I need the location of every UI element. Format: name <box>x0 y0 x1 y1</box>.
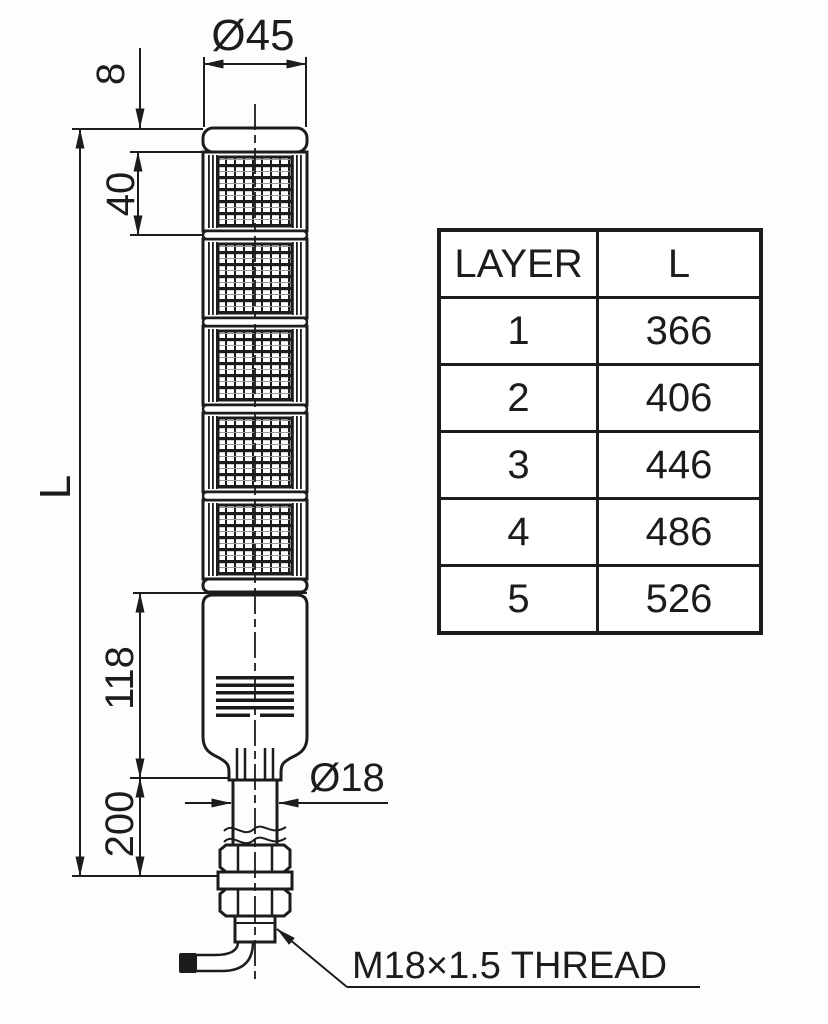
tower-body <box>179 126 309 973</box>
table-header-layer: LAYER <box>437 228 599 299</box>
table-row: 1 366 <box>437 296 763 366</box>
table-cell-layer: 1 <box>437 296 599 366</box>
pipe-break-symbol <box>223 825 287 845</box>
stem <box>231 780 279 845</box>
mounting-prongs <box>235 748 275 780</box>
dim-top-diameter <box>203 57 307 127</box>
table-row: 4 486 <box>437 497 763 567</box>
table-header-l: L <box>596 228 763 299</box>
dim-stem-length <box>72 777 218 877</box>
dim-layer-pitch <box>130 151 203 236</box>
table-row: 3 446 <box>437 430 763 500</box>
cable-end <box>179 953 197 973</box>
label-thread-note: M18×1.5 THREAD <box>352 945 667 987</box>
table-cell-layer: 3 <box>437 430 599 500</box>
table-row: 2 406 <box>437 363 763 433</box>
label-body-length: 118 <box>98 646 142 710</box>
table-cell-l: 526 <box>596 564 763 635</box>
table-cell-l: 486 <box>596 497 763 567</box>
label-layer-pitch: 40 <box>99 172 143 217</box>
dimension-lines <box>72 48 700 988</box>
label-stem-length: 200 <box>98 791 142 858</box>
table-cell-l: 406 <box>596 363 763 433</box>
table-header-row: LAYER L <box>437 228 763 299</box>
label-cap-height: 8 <box>89 63 133 85</box>
table-cell-l: 446 <box>596 430 763 500</box>
table-cell-layer: 4 <box>437 497 599 567</box>
table-cell-l: 366 <box>596 296 763 366</box>
layer-length-table: LAYER L 1 366 2 406 3 446 4 486 5 <box>437 228 763 635</box>
cable <box>179 941 255 973</box>
thread-leader-arrow <box>276 928 700 988</box>
lens-stack <box>201 150 309 594</box>
table-cell-layer: 5 <box>437 564 599 635</box>
label-top-diameter: Ø45 <box>211 11 294 60</box>
table-row: 5 526 <box>437 564 763 635</box>
label-overall-length: L <box>31 475 80 499</box>
table-cell-layer: 2 <box>437 363 599 433</box>
label-stem-diameter: Ø18 <box>309 756 385 800</box>
